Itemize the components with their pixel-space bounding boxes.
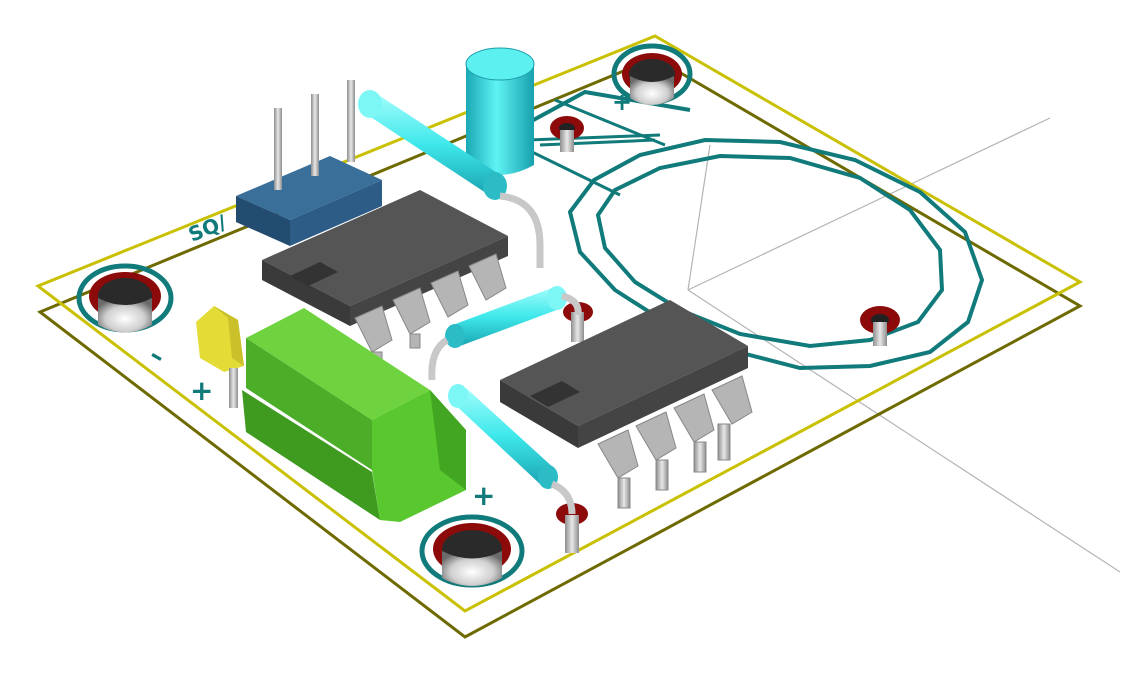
speaker-outline-inner: [595, 153, 945, 349]
pad-right: [860, 306, 900, 346]
ic-u2-notch: [530, 381, 580, 407]
electrolytic-capacitor-c1[interactable]: [465, 47, 535, 175]
board-outline-top: [34, 34, 1084, 613]
mounting-hole-left[interactable]: [76, 263, 174, 333]
mounting-hole-top[interactable]: [611, 43, 693, 105]
ic-u1-pins: [354, 253, 507, 363]
pad-top: [550, 116, 584, 152]
speaker-outline-outer: [567, 137, 985, 371]
resistor-r2[interactable]: [428, 286, 582, 381]
ceramic-capacitor-c2[interactable]: [196, 306, 244, 408]
ic-u1-notch: [290, 262, 338, 286]
mounting-hole-bottom[interactable]: [419, 514, 525, 588]
silk-line-1: [527, 133, 661, 142]
silk-label-sq: SQ/: [185, 210, 231, 247]
silk-line-2: [527, 148, 621, 197]
film-capacitor-c3[interactable]: [242, 308, 466, 522]
ic-u2[interactable]: [500, 300, 753, 509]
resistor-r3[interactable]: [448, 384, 576, 515]
ic-u2-pins: [597, 375, 753, 509]
silk-line-4: [554, 98, 666, 147]
silk-minus-left: –: [144, 340, 170, 372]
silk-plus-left: +: [190, 374, 213, 407]
pin-header-j1[interactable]: [236, 80, 382, 246]
ic-u1[interactable]: [262, 190, 508, 363]
resistor-r1[interactable]: [358, 90, 544, 268]
silkscreen-layer: [514, 89, 985, 371]
silk-plus-bottom: +: [472, 479, 495, 512]
silk-line-3: [539, 138, 656, 147]
header-pins: [274, 80, 355, 190]
